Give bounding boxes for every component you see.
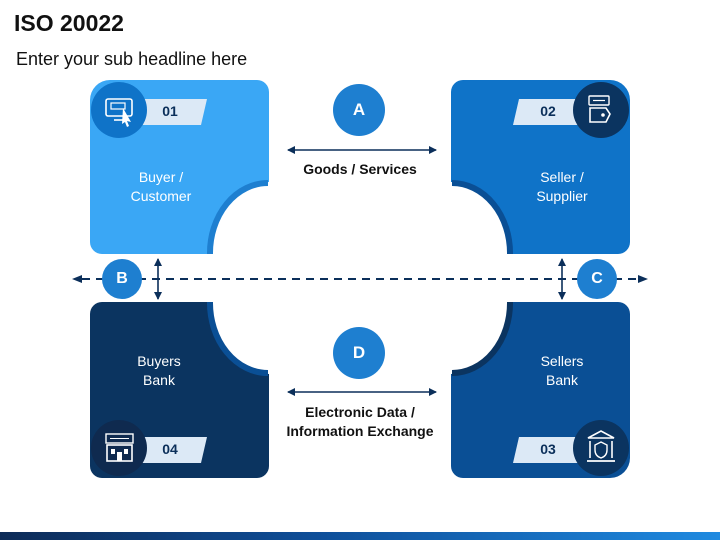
- tag-02: [513, 99, 590, 125]
- tag-04: [130, 437, 207, 463]
- tag-01: [130, 99, 207, 125]
- flow-d-label-line2: Information Exchange: [286, 423, 434, 439]
- tile-buyers-bank-accent-arc: [206, 301, 269, 376]
- circle-d: [333, 327, 385, 379]
- tag-02-number: 02: [540, 103, 556, 119]
- tile-sellers-bank-label-line1: Sellers: [540, 353, 584, 369]
- tile-sellers-bank-label-line2: Bank: [546, 372, 578, 388]
- dashed-left-arrowhead: [72, 275, 82, 283]
- circle-a-letter: A: [352, 100, 366, 119]
- flow-d-label-line1: Electronic Data /: [305, 404, 415, 420]
- tile-seller-label-line2: Supplier: [536, 188, 588, 204]
- tag-03-number: 03: [540, 441, 556, 457]
- tile-buyer-label-line1: Buyer /: [138, 169, 184, 185]
- circle-d-letter: D: [352, 343, 366, 362]
- bank-shield-icon: [573, 420, 629, 476]
- tag-04-number: 04: [162, 441, 178, 457]
- circle-b: [102, 259, 142, 299]
- tile-buyer-label: Buyer / Customer: [91, 168, 231, 206]
- circle-a: [333, 84, 385, 136]
- dashed-right-arrowhead: [638, 275, 648, 283]
- page-subtitle: Enter your sub headline here: [16, 49, 248, 69]
- tile-buyers-bank-label-line1: Buyers: [137, 353, 181, 369]
- tile-seller-accent-arc: [451, 180, 514, 255]
- tile-buyer-label-line2: Customer: [130, 188, 192, 204]
- flow-a-label: Goods / Services: [303, 161, 417, 177]
- circle-b-letter: B: [116, 270, 128, 287]
- tile-buyers-bank-label: Buyers Bank: [89, 352, 229, 390]
- tile-sellers-bank-label: Sellers Bank: [492, 352, 632, 390]
- page-title: ISO 20022: [14, 10, 124, 36]
- circle-c-letter: C: [591, 270, 603, 287]
- circle-c: [577, 259, 617, 299]
- buy-screen-icon: [91, 82, 147, 138]
- tile-seller-label-line1: Seller /: [540, 169, 584, 185]
- tile-sellers-bank-accent-arc: [451, 301, 514, 376]
- tag-03: [513, 437, 590, 463]
- tile-buyers-bank-label-line2: Bank: [143, 372, 175, 388]
- tile-seller-label: Seller / Supplier: [492, 168, 632, 206]
- tag-01-number: 01: [162, 103, 178, 119]
- bank-building-icon: [91, 420, 147, 476]
- sale-tag-icon: [573, 82, 629, 138]
- tile-buyer-accent-arc: [206, 180, 269, 255]
- bottom-accent-bar: [0, 532, 720, 540]
- flow-d-label: Electronic Data / Information Exchange: [260, 403, 460, 441]
